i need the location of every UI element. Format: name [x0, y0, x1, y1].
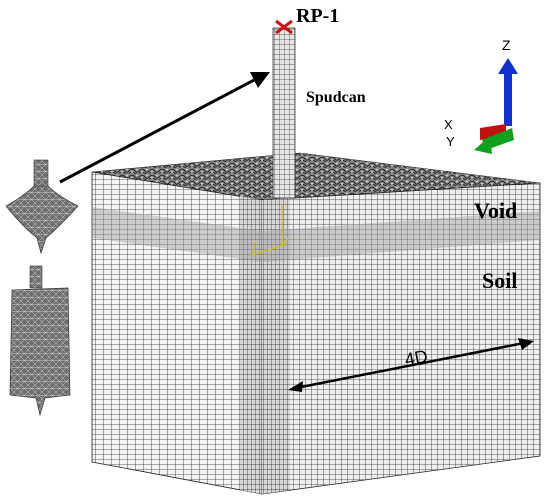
xyz-triad-icon: [474, 58, 518, 154]
cross-icon: [275, 19, 293, 35]
axis-x-label: X: [444, 117, 453, 132]
void-label: Void: [474, 198, 517, 223]
spudcan-section-inset: [9, 265, 71, 417]
refined-mesh-zone-right: [262, 198, 290, 494]
spudcan-inset-shape: [5, 159, 79, 255]
dimension-arrow: [288, 338, 534, 392]
axis-y-label: Y: [446, 134, 455, 149]
void-layer-band: [92, 207, 540, 262]
reference-point-label: RP-1: [296, 5, 339, 27]
axis-z-label: Z: [502, 37, 511, 53]
arrow-right-up-icon: [59, 72, 270, 184]
spudcan-label: Spudcan: [306, 89, 366, 106]
refined-mesh-zone: [240, 196, 262, 494]
dimension-label: 4D: [403, 346, 429, 370]
soil-label: Soil: [482, 268, 517, 293]
local-csys-icon: [251, 204, 290, 256]
spudcan-shaft: [272, 27, 296, 199]
